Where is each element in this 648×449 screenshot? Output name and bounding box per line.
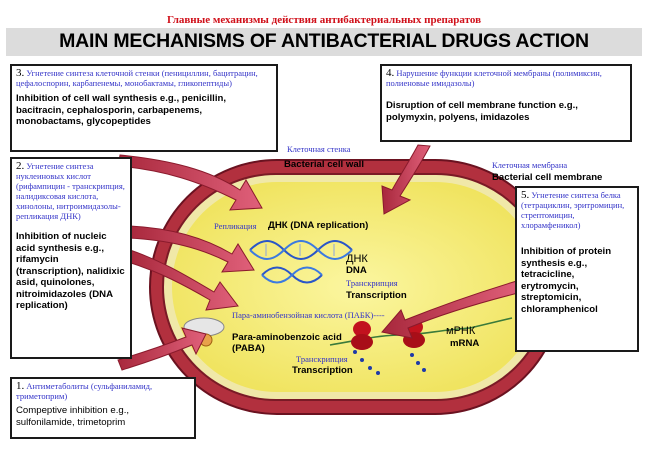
box5-number: 5. [521, 189, 530, 201]
cell-wall-label-ru: Клеточная стенка [287, 144, 351, 154]
box4-russian-text: Нарушение функции клеточной мембраны (по… [386, 68, 602, 88]
membrane-label-en: Bacterial cell membrane [492, 172, 603, 183]
mechanism-box-3: 3. Угнетение синтеза клеточной стенки (п… [10, 64, 278, 152]
dna-helix [249, 240, 353, 260]
box4-number: 4. [386, 67, 395, 79]
mechanism-box-5: 5. Угнетение синтеза белка (тетрациклин,… [515, 186, 639, 352]
arrow-1 [117, 327, 207, 371]
box1-english-text: Compeptive inhibition e.g., sulfonilamid… [16, 405, 130, 428]
title-banner [6, 28, 642, 56]
dna-replication-text: ДНК (DNA replication) [268, 220, 369, 231]
transcription2-label-ru: Транскрипция [296, 354, 348, 364]
polypeptide-chain [353, 350, 426, 375]
box3-russian-text: Угнетение синтеза клеточной стенки (пени… [16, 68, 258, 88]
box2-russian-text: Угнетение синтеза нуклеиновых кислот (ри… [16, 161, 125, 221]
dna-replication-label: ДНК (DNA replication) [268, 219, 368, 231]
dna-helix-lower [261, 266, 323, 284]
arrow-2b [127, 249, 239, 311]
box4-english-text: Disruption of cell membrane function e.g… [386, 100, 578, 123]
dna-label: DNA [346, 265, 367, 276]
replication-label-ru: Репликация [214, 221, 257, 231]
ribosome-1 [351, 321, 373, 350]
dnk-label: ДНК [346, 253, 368, 265]
cytoplasm [172, 182, 540, 392]
arrow-4 [381, 144, 431, 215]
box3-english-text: Inhibition of cell wall synthesis e.g., … [16, 93, 227, 127]
box3-number: 3. [16, 67, 25, 79]
title-english: MAIN MECHANISMS OF ANTIBACTERIAL DRUGS A… [59, 30, 589, 52]
mechanism-box-1: 1. Антиметаболиты (сульфаниламид, тримет… [10, 377, 196, 439]
title-russian: Главные механизмы действия антибактериал… [166, 14, 482, 26]
transcription-label-ru: Транскрипция [346, 278, 398, 288]
transcription-label-en: Transcription [346, 290, 407, 301]
paba-label-en: Para-aminobenzoic acid (PABA) [232, 332, 342, 354]
mechanism-box-2: 2. Угнетение синтеза нуклеиновых кислот … [10, 157, 132, 359]
box2-english-text: Inhibition of nucleic acid synthesis e.g… [16, 231, 125, 311]
drug-arrows [117, 144, 523, 371]
box1-number: 1. [16, 380, 25, 392]
box5-russian-text: Угнетение синтеза белка (тетрациклин, эр… [521, 190, 625, 230]
mechanism-box-4: 4. Нарушение функции клеточной мембраны … [380, 64, 632, 142]
paba-label-ru: Пара-аминобензойная кислота (ПАБК)---- [232, 310, 385, 320]
arrow-2 [127, 225, 255, 273]
membrane-label-ru: Клеточная мембрана [492, 160, 568, 170]
arrow-3 [117, 154, 263, 211]
cell-wall-label-en: Bacterial cell wall [284, 159, 364, 170]
mrna-label: mRNA [450, 338, 480, 349]
arrow-5 [381, 279, 523, 339]
mrnk-label: мРНК [446, 325, 476, 337]
box5-english-text: Inhibition of protein synthesis e.g., te… [521, 246, 612, 315]
transcription2-label-en: Transcription [292, 365, 353, 376]
box2-number: 2. [16, 160, 25, 172]
box1-russian-text: Антиметаболиты (сульфаниламид, триметопр… [16, 381, 153, 401]
